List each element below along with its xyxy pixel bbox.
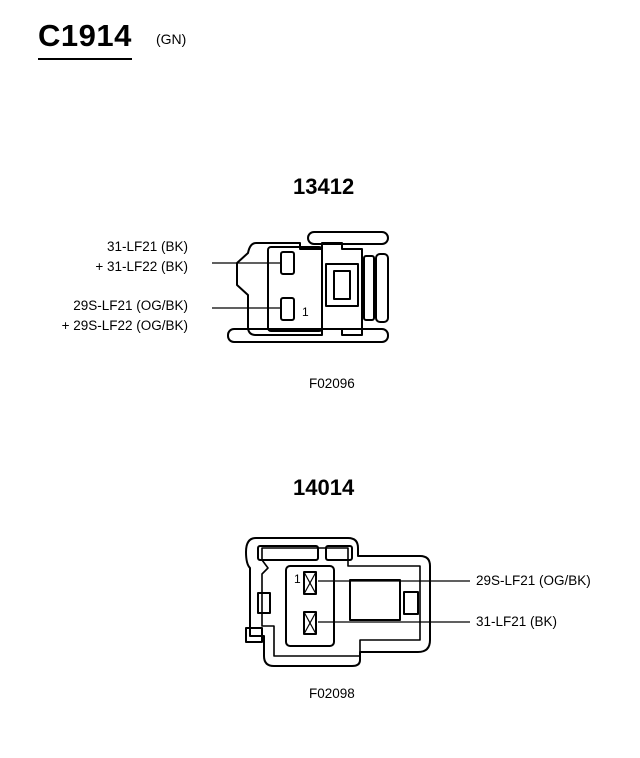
part-number-14014: 14014 [293,475,355,500]
wire-label-1-line2: + 31-LF22 (BK) [95,259,188,274]
connector-id: C1914 [38,16,132,60]
connector-color-code: (GN) [156,31,187,47]
wire-label-14014-1: 29S-LF21 (OG/BK) [476,573,591,588]
wire-label-2-line2: + 29S-LF22 (OG/BK) [61,318,188,333]
wire-label-2-line1: 29S-LF21 (OG/BK) [73,298,188,313]
figure-code-f02096: F02096 [309,376,355,391]
pin-number-1-14014: 1 [294,572,301,586]
part-number-13412: 13412 [293,174,355,199]
wire-label-1-line1: 31-LF21 (BK) [106,239,188,254]
pin-number-1: 1 [302,305,309,319]
wire-label-14014-2: 31-LF21 (BK) [476,614,558,629]
figure-code-f02098: F02098 [309,686,355,701]
